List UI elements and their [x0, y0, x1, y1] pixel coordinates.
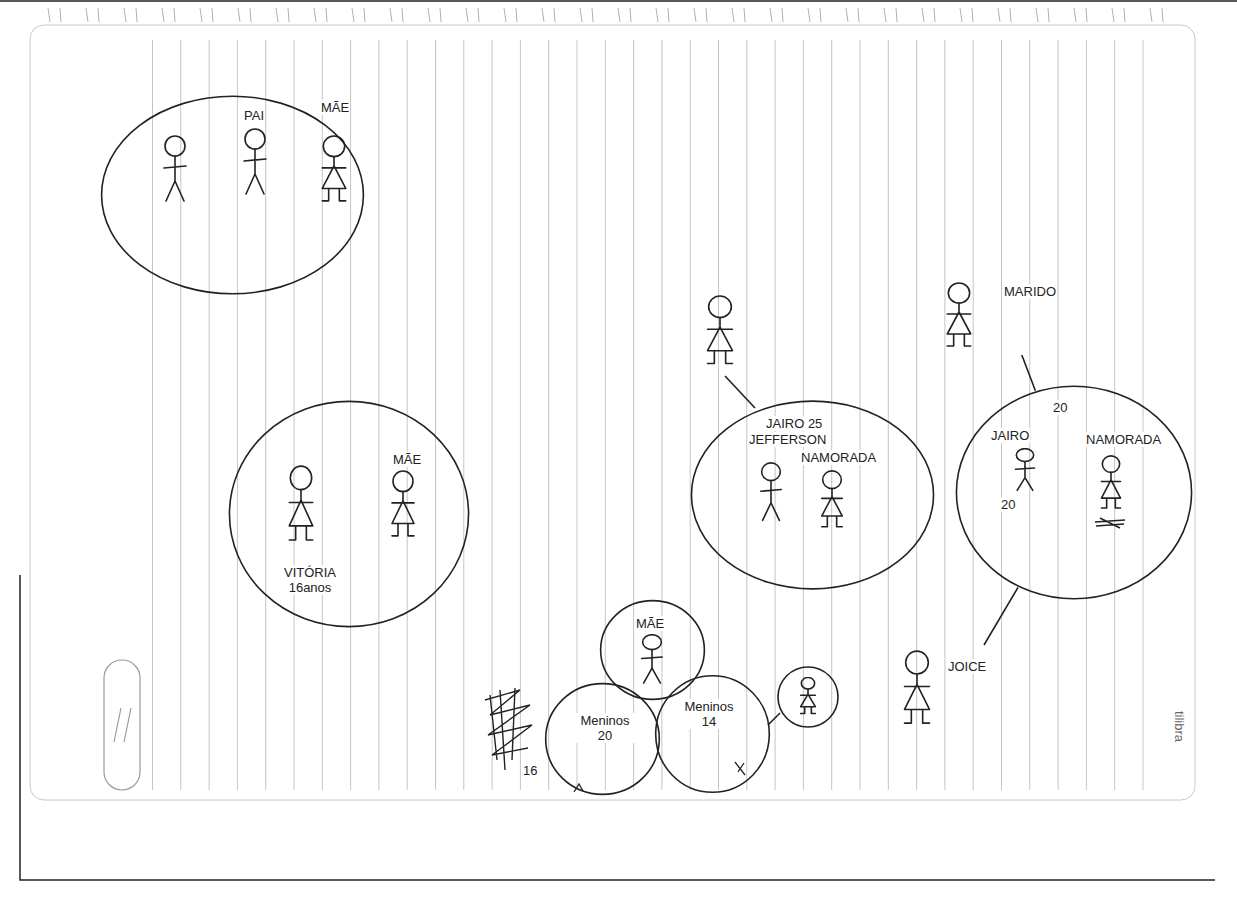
paper-edge [30, 25, 1195, 800]
stick-figure [801, 678, 816, 714]
note-number: 16 [522, 763, 538, 778]
person-name: JEFFERSON [748, 432, 827, 447]
person-name: JOICE [947, 659, 987, 674]
stick-figure [822, 471, 843, 527]
person-figure: MARIDO [935, 280, 1080, 355]
brand-mark: tilibra [1172, 710, 1187, 743]
stick-figure [289, 466, 312, 540]
circle-outline [229, 401, 468, 626]
stick-figure [1101, 456, 1120, 508]
stick-figure [708, 296, 733, 363]
relation-line [1022, 355, 1036, 391]
person-name: JAIRO 25 [765, 416, 823, 431]
family-circle: JAIRO 25JEFFERSON NAMORADA [690, 400, 935, 590]
person-name: 20 [1052, 400, 1068, 415]
scribble [485, 688, 532, 770]
stick-figure [392, 471, 414, 536]
person-name: 20 [1000, 497, 1016, 512]
person-name: PAI [243, 108, 265, 123]
family-circle: Meninos 20 [545, 683, 660, 795]
perforation [40, 0, 1180, 30]
person-name: MÃE [320, 100, 350, 115]
family-circle: PAI MÃE [100, 95, 365, 295]
binder-mark [114, 708, 131, 742]
person-name: JAIRO [990, 428, 1030, 443]
ruled-lines [152, 40, 1162, 790]
stick-figure [947, 283, 970, 346]
person-name: NAMORADA [1085, 432, 1162, 447]
binder-slot [104, 660, 140, 790]
circle-outline [656, 676, 770, 793]
stick-figure [164, 136, 186, 201]
stick-figure [905, 651, 930, 723]
stick-figure [761, 463, 782, 521]
tie-line [725, 376, 755, 408]
stick-figure [322, 136, 345, 201]
circle-outline [100, 95, 365, 295]
circle-outline [956, 386, 1191, 598]
stick-figure [244, 129, 266, 194]
person-circle [778, 667, 838, 727]
circle-outline [228, 400, 470, 628]
person-figure: JOICE [895, 645, 1020, 735]
stick-figure [642, 635, 663, 683]
circle-outline [955, 385, 1193, 600]
relation-line [984, 587, 1018, 645]
person-name: Meninos 14 [677, 699, 741, 729]
circle-outline [691, 401, 933, 589]
struck-word [1095, 518, 1125, 528]
family-circle: MÃE VITÓRIA 16anos [228, 400, 470, 628]
person-name: MARIDO [1003, 284, 1057, 299]
circle-outline [102, 96, 364, 294]
circle-outline [546, 684, 660, 795]
circle-outline [655, 675, 770, 793]
person-name: Meninos 20 [573, 713, 637, 743]
pen-mark [735, 762, 745, 775]
person-name: MÃE [392, 452, 422, 467]
tie-line [768, 713, 780, 725]
family-circle: 20JAIRONAMORADA20 [955, 385, 1193, 600]
stick-figure [1015, 449, 1034, 491]
person-name: NAMORADA [800, 450, 877, 465]
family-circle: Meninos 14 [655, 675, 770, 793]
person-name: MÃE [635, 616, 665, 631]
person-name: VITÓRIA 16anos [278, 565, 342, 595]
